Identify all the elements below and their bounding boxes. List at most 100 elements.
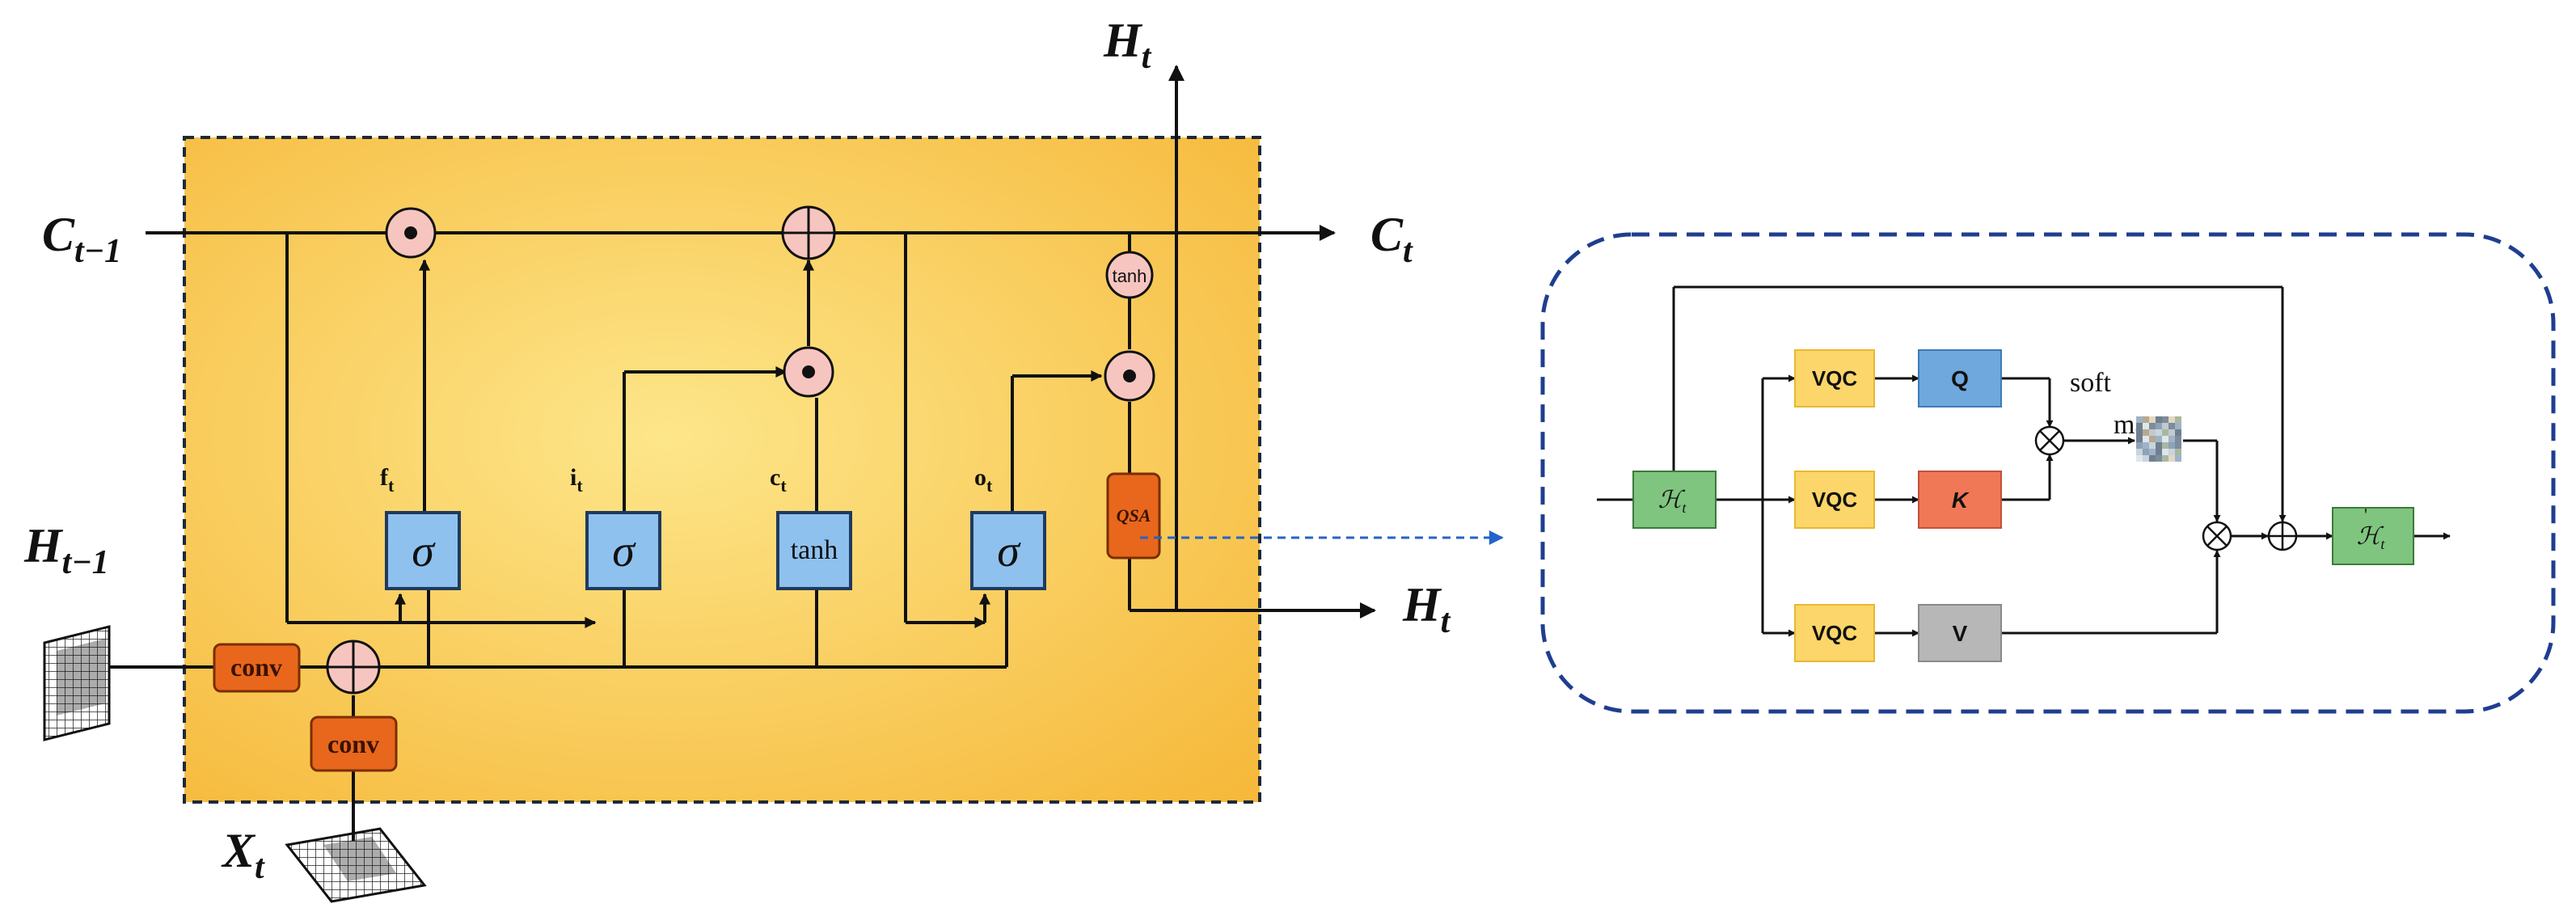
h-output-label: ℋt: [2357, 523, 2386, 552]
attention-map-cell: [2168, 416, 2175, 423]
x-in-label: Xt: [221, 824, 265, 886]
vqc-block-k: VQC: [1794, 471, 1875, 529]
h-input-block: ℋt: [1632, 471, 1717, 529]
attention-map-cell: [2162, 429, 2168, 436]
attention-map-cell: [2143, 449, 2149, 455]
attention-map-cell: [2162, 423, 2168, 429]
attention-map-cell: [2136, 442, 2143, 449]
tanh-op-label: tanh: [1113, 266, 1147, 286]
attention-map-cell: [2156, 442, 2162, 449]
attention-wires: [1597, 285, 2451, 637]
gate-i-label: it: [570, 464, 583, 496]
attention-map-icon: [2136, 416, 2181, 462]
vqc-block-q: VQC: [1794, 349, 1875, 407]
attention-map-cell: [2156, 436, 2162, 442]
attention-map-cell: [2136, 449, 2143, 455]
attention-map-cell: [2136, 416, 2143, 423]
vqc-block-v: VQC: [1794, 604, 1875, 662]
cell-background: [183, 136, 1261, 804]
attention-map-cell: [2168, 423, 2175, 429]
attention-map-cell: [2143, 423, 2149, 429]
attention-map-cell: [2136, 423, 2143, 429]
h-output-block: ℋt ': [2332, 505, 2414, 565]
v-block: V: [1918, 604, 2002, 662]
attention-map-cell: [2143, 429, 2149, 436]
attention-map-cell: [2175, 455, 2181, 462]
qk-multiply-op: [2034, 425, 2065, 456]
conv-x-label: conv: [327, 729, 379, 758]
cell-wires: [109, 65, 1376, 841]
attention-map-cell: [2162, 449, 2168, 455]
attention-map-cell: [2149, 436, 2156, 442]
gate-c-label: ct: [770, 464, 787, 496]
vqc-q-label: VQC: [1812, 366, 1858, 391]
gate-o-label: ot: [974, 464, 993, 496]
h-out-label: Ht: [1402, 578, 1451, 640]
h-prev-label: Ht−1: [23, 519, 109, 581]
attention-map-cell: [2143, 455, 2149, 462]
v-label: V: [1953, 621, 1968, 646]
softmax-label-line1: soft: [2070, 368, 2112, 398]
gate-f-symbol: σ: [412, 526, 436, 576]
attention-map-cell: [2168, 449, 2175, 455]
gate-f-label: ft: [380, 464, 395, 496]
h-input-label: ℋt: [1658, 487, 1687, 516]
attention-map-cell: [2149, 429, 2156, 436]
c-prev-label: Ct−1: [42, 208, 121, 270]
attention-map-cell: [2175, 436, 2181, 442]
attention-map-cell: [2156, 455, 2162, 462]
vqc-k-label: VQC: [1812, 488, 1858, 512]
gate-o: σ ot: [970, 464, 1046, 590]
attention-map-cell: [2136, 429, 2143, 436]
c-out-label: Ct: [1370, 208, 1413, 270]
attention-map-cell: [2143, 436, 2149, 442]
q-label: Q: [1951, 366, 1969, 391]
attention-map-cell: [2149, 455, 2156, 462]
qsa-label: QSA: [1117, 505, 1151, 526]
attention-map-cell: [2143, 416, 2149, 423]
conv-h-block: conv: [213, 643, 301, 693]
attention-map-cell: [2156, 429, 2162, 436]
av-multiply-op: [2202, 521, 2232, 551]
attention-map-cell: [2136, 436, 2143, 442]
attention-map-cell: [2162, 416, 2168, 423]
gate-c-symbol: tanh: [791, 535, 838, 565]
h-output-accent: ': [2364, 505, 2367, 525]
gate-o-symbol: σ: [997, 526, 1021, 576]
residual-add-op: [2267, 521, 2298, 551]
attention-map-cell: [2162, 442, 2168, 449]
vqc-v-label: VQC: [1812, 621, 1858, 645]
attention-map-cell: [2175, 429, 2181, 436]
qsa-block: QSA: [1106, 472, 1161, 559]
attention-map-cell: [2143, 442, 2149, 449]
attention-map-cell: [2156, 416, 2162, 423]
k-label: K: [1952, 488, 1970, 513]
k-block: K: [1918, 471, 2002, 529]
attention-map-cell: [2149, 442, 2156, 449]
attention-map-cell: [2168, 429, 2175, 436]
h-prev-grid-icon: [43, 625, 111, 741]
cell-ops: tanh: [326, 205, 1155, 695]
gate-f: σ ft: [380, 464, 461, 590]
attention-map-cell: [2168, 442, 2175, 449]
attention-map-cell: [2175, 442, 2181, 449]
attention-map-cell: [2149, 416, 2156, 423]
output-tanh-op: [1105, 251, 1154, 299]
attention-map-cell: [2168, 455, 2175, 462]
x-grid-icon: [285, 827, 427, 903]
conv-x-block: conv: [310, 716, 398, 772]
attention-map-cell: [2175, 449, 2181, 455]
attention-map-cell: [2175, 423, 2181, 429]
attention-map-cell: [2149, 449, 2156, 455]
gate-i: σ it: [570, 464, 661, 590]
attention-map-cell: [2156, 423, 2162, 429]
attention-map-cell: [2168, 436, 2175, 442]
attention-map-cell: [2162, 436, 2168, 442]
attention-map-cell: [2156, 449, 2162, 455]
h-top-label: Ht: [1103, 14, 1152, 76]
attention-map-cell: [2149, 423, 2156, 429]
gate-c: tanh ct: [770, 464, 852, 590]
gate-i-symbol: σ: [612, 526, 636, 576]
attention-map-cell: [2136, 455, 2143, 462]
